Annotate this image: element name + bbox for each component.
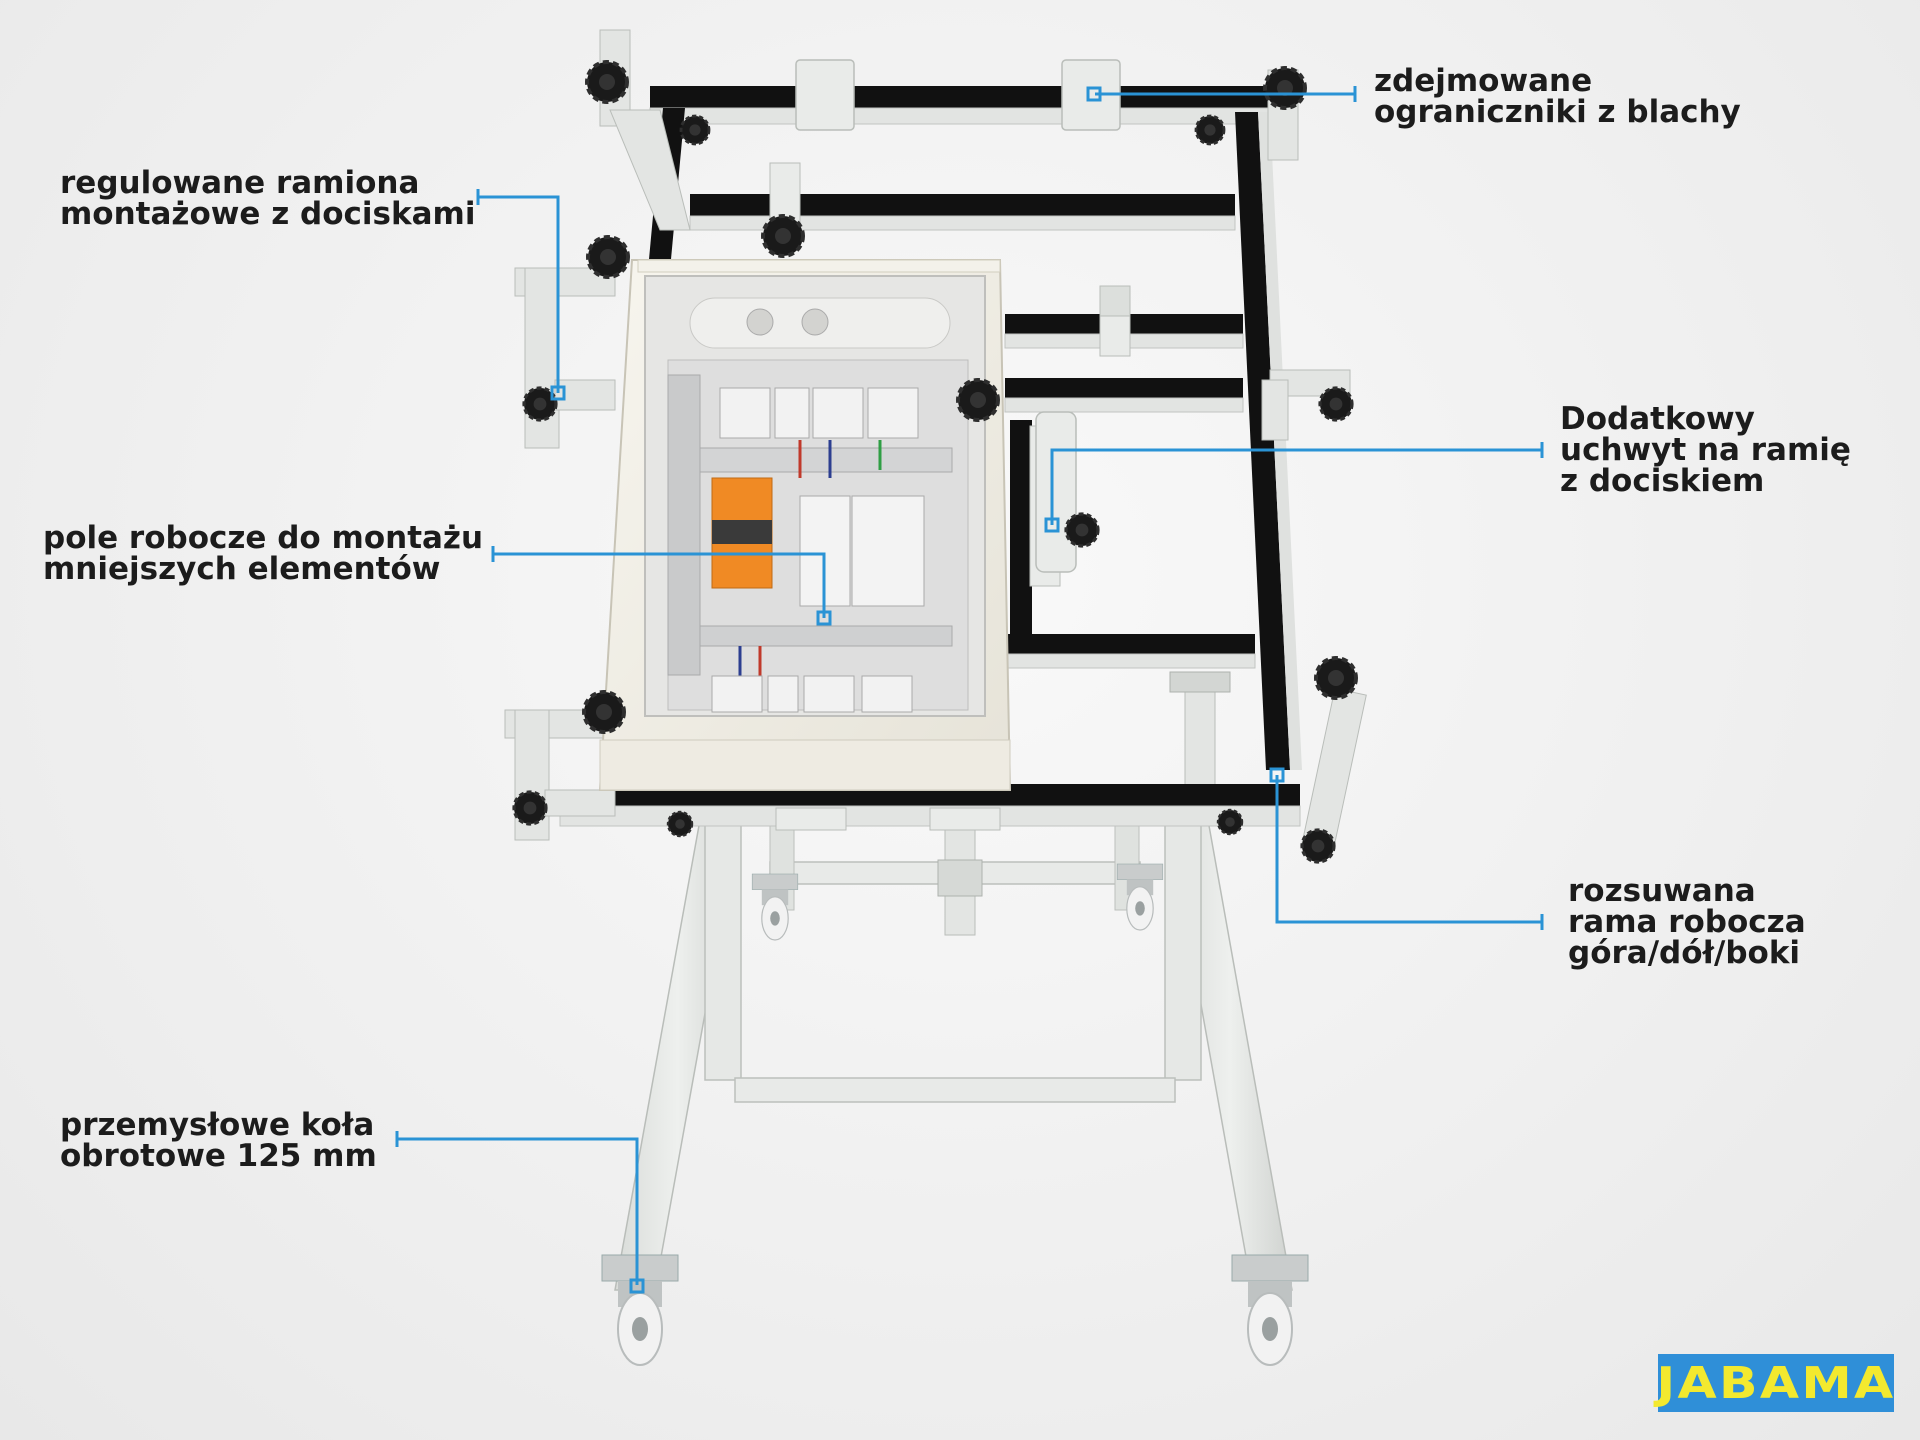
callout-arms: regulowane ramiona montażowe z dociskami [60, 168, 475, 230]
callout-sliding-frame: rozsuwana rama robocza góra/dół/boki [1568, 876, 1806, 969]
clamp-knob-icon[interactable] [1194, 114, 1226, 146]
callout-arms-line1: regulowane ramiona [60, 165, 420, 201]
clamp-knob-icon[interactable] [586, 235, 630, 279]
callout-sliding-frame-line3: góra/dół/boki [1568, 935, 1801, 971]
clamp-knob-icon[interactable] [1318, 386, 1354, 422]
callout-extra-holder-line2: uchwyt na ramię [1560, 432, 1851, 468]
clamp-knob-icon[interactable] [761, 214, 805, 258]
callout-limiters-line2: ograniczniki z blachy [1374, 94, 1741, 130]
working-frame [504, 29, 1367, 853]
electrical-enclosure [598, 259, 1012, 791]
callout-arms-line2: montażowe z dociskami [60, 196, 476, 232]
callout-wheels-line2: obrotowe 125 mm [60, 1138, 377, 1174]
callout-work-field-line1: pole robocze do montażu [43, 520, 484, 556]
callout-sliding-frame-line1: rozsuwana [1568, 873, 1756, 909]
callout-line-work-field [493, 552, 826, 618]
callout-limiters: zdejmowane ograniczniki z blachy [1374, 66, 1741, 128]
callout-wheels-line1: przemysłowe koła [60, 1107, 375, 1143]
callout-limiters-line1: zdejmowane [1374, 63, 1593, 99]
clamp-knob-icon[interactable] [1216, 808, 1244, 836]
callout-wheels: przemysłowe koła obrotowe 125 mm [60, 1110, 377, 1172]
callout-line-wheels [397, 1137, 639, 1285]
callout-sliding-frame-line2: rama robocza [1568, 904, 1806, 940]
caster-wheel-icon [1231, 1254, 1309, 1366]
clamp-knob-icon[interactable] [582, 690, 626, 734]
callout-extra-holder: Dodatkowy uchwyt na ramię z dociskiem [1560, 404, 1851, 497]
callout-extra-holder-line1: Dodatkowy [1560, 401, 1755, 437]
stand-frame [614, 671, 1293, 1291]
callout-extra-holder-line3: z dociskiem [1560, 463, 1765, 499]
logo-text: JABAMA [1656, 1357, 1896, 1409]
callout-line-arms [478, 195, 560, 393]
clamp-knob-icon[interactable] [956, 378, 1000, 422]
caster-wheel-icon [601, 1254, 679, 1366]
callout-line-sliding-frame [1275, 775, 1542, 924]
callout-work-field: pole robocze do montażu mniejszych eleme… [43, 523, 483, 585]
clamp-knob-icon[interactable] [666, 810, 694, 838]
clamp-knob-icon[interactable] [1314, 656, 1358, 700]
clamp-knob-icon[interactable] [679, 114, 711, 146]
clamp-knob-icon[interactable] [512, 790, 548, 826]
callout-work-field-line2: mniejszych elementów [43, 551, 441, 587]
clamp-knob-icon[interactable] [1064, 512, 1100, 548]
clamp-knob-icon[interactable] [1300, 828, 1336, 864]
jabama-logo: JABAMA [1656, 1354, 1896, 1412]
callout-lines [395, 86, 1544, 1294]
clamp-knob-icon[interactable] [585, 60, 629, 104]
clamp-knob-icon[interactable] [1263, 66, 1307, 110]
callout-line-extra-holder [1050, 448, 1542, 525]
